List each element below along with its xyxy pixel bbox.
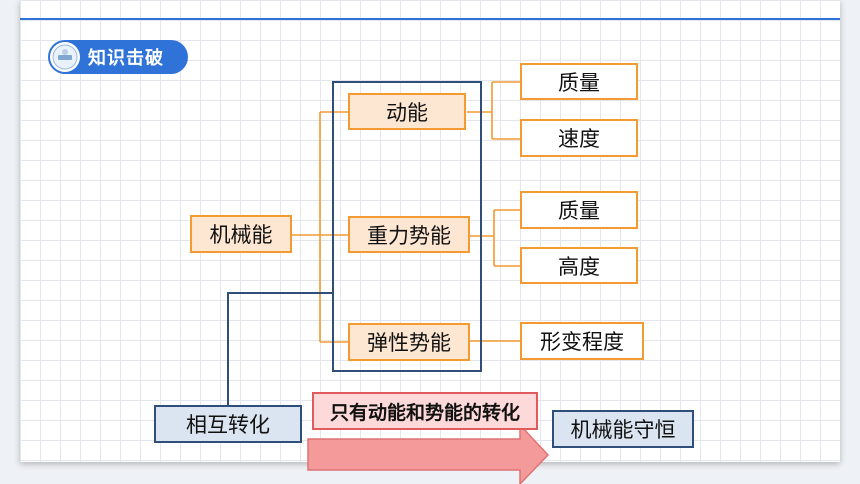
mechanical-energy-conservation-node: 机械能守恒 <box>552 410 694 448</box>
elastic-potential-node: 弹性势能 <box>348 323 470 361</box>
kinetic-factor-mass: 质量 <box>520 63 638 100</box>
gravity-factor-height: 高度 <box>520 247 638 284</box>
gravitational-potential-node: 重力势能 <box>348 216 470 253</box>
elastic-factor-deformation: 形变程度 <box>520 322 644 360</box>
header-divider <box>20 18 840 20</box>
kinetic-energy-node: 动能 <box>348 93 466 130</box>
conversion-connector <box>227 292 333 405</box>
conservation-condition-node: 只有动能和势能的转化 <box>312 392 538 430</box>
mutual-conversion-node: 相互转化 <box>154 405 302 443</box>
energy-types-frame <box>332 81 482 372</box>
mechanical-energy-node: 机械能 <box>190 215 292 253</box>
logo-icon <box>50 42 80 72</box>
kinetic-factor-speed: 速度 <box>520 119 638 157</box>
section-badge: 知识击破 <box>48 40 188 74</box>
arrow-shape <box>307 423 550 484</box>
gravity-factor-mass: 质量 <box>520 191 638 229</box>
section-title: 知识击破 <box>88 48 164 69</box>
